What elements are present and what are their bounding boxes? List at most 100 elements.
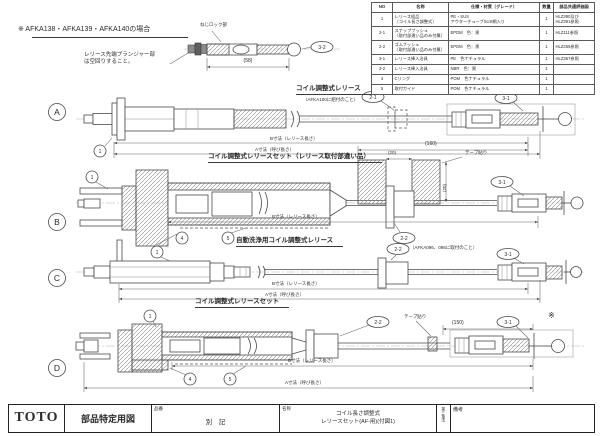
dim-58: (58) [243, 58, 253, 64]
case-note-underline [32, 37, 188, 38]
balloon-1-label: 1 [91, 175, 94, 181]
section-a-marker [48, 103, 66, 121]
section-d-drawing: D [48, 309, 584, 392]
case-note-heading: ※ AFKA138・AFKA139・AFKA140の場合 [18, 26, 151, 33]
bushing-flange [377, 257, 387, 289]
cell-ref: HLZ111参照 [553, 26, 595, 41]
balloon-2-2 [366, 316, 390, 328]
balloon-3-2-label: 3-2 [318, 45, 325, 51]
cell-no: 2-2 [371, 40, 393, 55]
section-c-marker [48, 269, 66, 287]
balloon-2-2-label: 2-2 [400, 236, 407, 242]
bushing-flange [385, 185, 395, 229]
section-b-dim-20-vertical: (20) [442, 183, 447, 192]
balloon-1 [93, 144, 107, 158]
balloon-1-label: 1 [156, 250, 159, 256]
section-a-dim-a: A寸法（呼び長さ） [255, 147, 295, 152]
balloon-4 [175, 231, 189, 245]
table-row: 3-1 レリース挿入治具 PE 色ナチュラル 1 HLZ367参照 [371, 54, 595, 65]
section-d-asterisk: ※ [548, 311, 555, 320]
doc-type-cell: 部品特定用図 [65, 405, 152, 432]
title-block: TOTO 部品特定用図 品番 別 記 名称 コイル長さ調整式 レリースセット(A… [8, 404, 595, 433]
cell-ref: HLZ367参照 [553, 54, 595, 65]
cell-no: 3-2 [371, 64, 393, 75]
cell-ref [553, 64, 595, 75]
balloon-5-label: 5 [227, 236, 230, 242]
cell-qty: 1 [539, 84, 554, 95]
cell-qty: 1 [539, 54, 554, 65]
toto-logo: TOTO [14, 410, 59, 425]
balloon-4-label: 4 [189, 377, 192, 383]
cell-spec: PE 色ナチュラル [448, 54, 540, 65]
remarks-cell: 備考 [451, 405, 594, 432]
cell-spec: EPDM 色：黒 [448, 40, 540, 55]
cell-name: レリース組品 〔コイル長さ調整式〕 [392, 12, 449, 27]
section-d-title: コイル調整式レリースセット [195, 298, 290, 309]
tape-leader [415, 320, 432, 337]
balloon-3-1-label: 3-1 [504, 252, 511, 258]
balloon-4 [183, 372, 197, 386]
section-a-dim-b: B寸法（レリース長さ） [270, 136, 318, 141]
tape-leader [441, 156, 463, 164]
balloon-2-2-label: 2-2 [374, 320, 381, 326]
section-a-drawing: A [48, 91, 584, 159]
cell-qty: 1 [539, 74, 554, 85]
section-b-letter: B [54, 217, 60, 227]
part-no-value: 別 記 [205, 419, 226, 426]
part-no-label: 品番 [154, 406, 163, 411]
balloon-1 [85, 170, 99, 184]
cell-no: 1 [371, 12, 393, 27]
balloon-1 [150, 245, 164, 259]
screw-lock-label: ねじロック部 [200, 22, 227, 27]
col-header-qty: 数量 [539, 2, 554, 13]
balloon-3-1 [496, 248, 520, 260]
balloon-5 [223, 372, 237, 386]
projection-cell: 第三角法 [437, 405, 451, 432]
section-d-dim-150: (150) [452, 320, 464, 326]
cell-spec: POM 色ナチュラル [448, 84, 540, 95]
balloon-3-1-label: 3-1 [504, 320, 511, 326]
cell-name: レリース挿入治具 [392, 54, 449, 65]
section-d-dim-b: B寸法（レリース長さ） [288, 358, 336, 363]
cell-qty: 1 [539, 12, 554, 27]
logo-cell: TOTO [9, 405, 65, 432]
cell-spec: NBR 色：黒 [448, 64, 540, 75]
section-b-dim-b: B寸法（レリース長さ） [272, 214, 320, 219]
name-cell: 名称 コイル長さ調整式 レリースセット(AF-用)(付図1) [280, 405, 437, 432]
balloon-2-2-label: 2-2 [394, 247, 401, 253]
cell-no: 5 [371, 84, 393, 95]
section-c-dim-a: A寸法（呼び長さ） [265, 292, 305, 297]
balloon-5 [221, 231, 235, 245]
cell-ref: HLZ390及び HLZ391参照 [553, 12, 595, 27]
tape-mark [427, 336, 438, 352]
balloon-1-label: 1 [99, 149, 102, 155]
table-row: 3-2 レリース挿入治具 NBR 色：黒 1 [371, 64, 595, 75]
col-header-no: NO [371, 2, 393, 13]
cell-qty: 1 [539, 40, 554, 55]
doc-type: 部品特定用図 [80, 414, 135, 424]
section-b-marker [48, 213, 66, 231]
mini-release-drawing: 3-2 [169, 30, 340, 71]
balloon-2-2 [386, 243, 410, 255]
parts-table: NO 名称 仕様・材質（グレード） 数量 部品共通評価図 1 レリース組品 〔コ… [371, 2, 595, 95]
projection-method: 第三角法 [441, 407, 446, 423]
remarks-label: 備考 [453, 407, 464, 413]
cell-qty: 1 [539, 26, 554, 41]
col-header-name: 名称 [392, 2, 449, 13]
section-b-dim-20: (20) [388, 150, 397, 155]
cell-spec: PE・SUS アウターチューブSUS網入り [448, 12, 540, 27]
section-c-note: （AFKA096、098に取付のこと） [410, 245, 478, 250]
cell-name: 取付ガイド [392, 84, 449, 95]
screw-lock-leader [211, 30, 222, 43]
balloon-3-1-label: 3-1 [502, 96, 509, 102]
section-c-title: 自動洗浄用コイル調整式レリース [236, 237, 344, 248]
table-row: 5 取付ガイド POM 色ナチュラル 1 [371, 84, 595, 95]
balloon-3-1 [496, 316, 520, 328]
name-label: 名称 [282, 406, 291, 411]
cell-name: ゴムブッシュ 〔取付部違い品のみ付属〕 [392, 40, 449, 55]
dashed-bushing-outline [387, 106, 396, 132]
cell-no: 2-1 [371, 26, 393, 41]
section-a-note: （AFKA100に組付のこと） [303, 97, 359, 102]
cell-no: 4 [371, 74, 393, 85]
balloon-3-1 [490, 176, 514, 188]
